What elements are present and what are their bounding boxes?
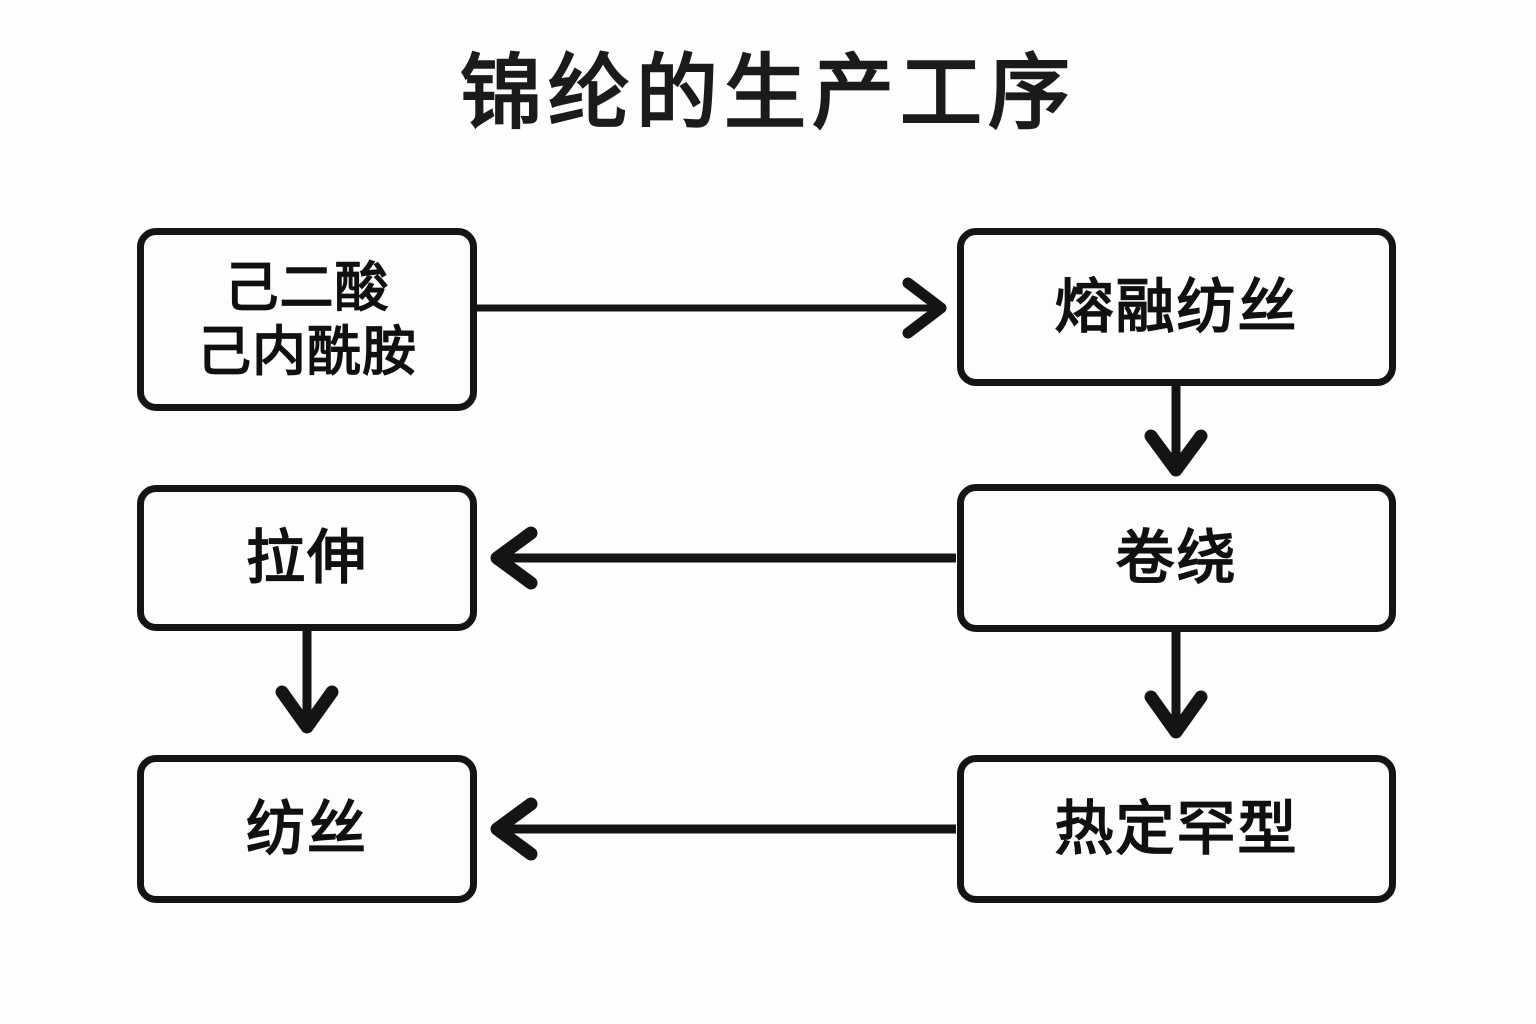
page-title: 锦纶的生产工序: [459, 46, 1076, 141]
node-spinning-label: 纺丝: [245, 794, 368, 864]
edge-wind-to-draw: [490, 526, 956, 590]
edge-wind-to-heatset: [1144, 632, 1208, 739]
node-raw-material[interactable]: 己二酸 己内酰胺: [137, 228, 477, 411]
edge-heatset-to-spin: [490, 797, 956, 861]
node-winding[interactable]: 卷绕: [957, 484, 1396, 632]
edge-melt-to-wind: [1144, 386, 1208, 477]
node-raw-material-label: 己二酸 己内酰胺: [197, 255, 417, 383]
node-spinning[interactable]: 纺丝: [137, 755, 477, 903]
node-drawing-label: 拉伸: [245, 523, 368, 593]
node-heat-setting[interactable]: 热定罕型: [957, 755, 1396, 903]
edge-draw-to-spin: [275, 631, 339, 734]
edge-raw-to-melt: [477, 277, 947, 339]
node-melt-spinning[interactable]: 熔融纺丝: [957, 228, 1396, 386]
node-heat-setting-label: 热定罕型: [1054, 794, 1299, 864]
node-winding-label: 卷绕: [1115, 523, 1238, 593]
node-melt-spinning-label: 熔融纺丝: [1054, 272, 1299, 342]
node-drawing[interactable]: 拉伸: [137, 485, 477, 631]
